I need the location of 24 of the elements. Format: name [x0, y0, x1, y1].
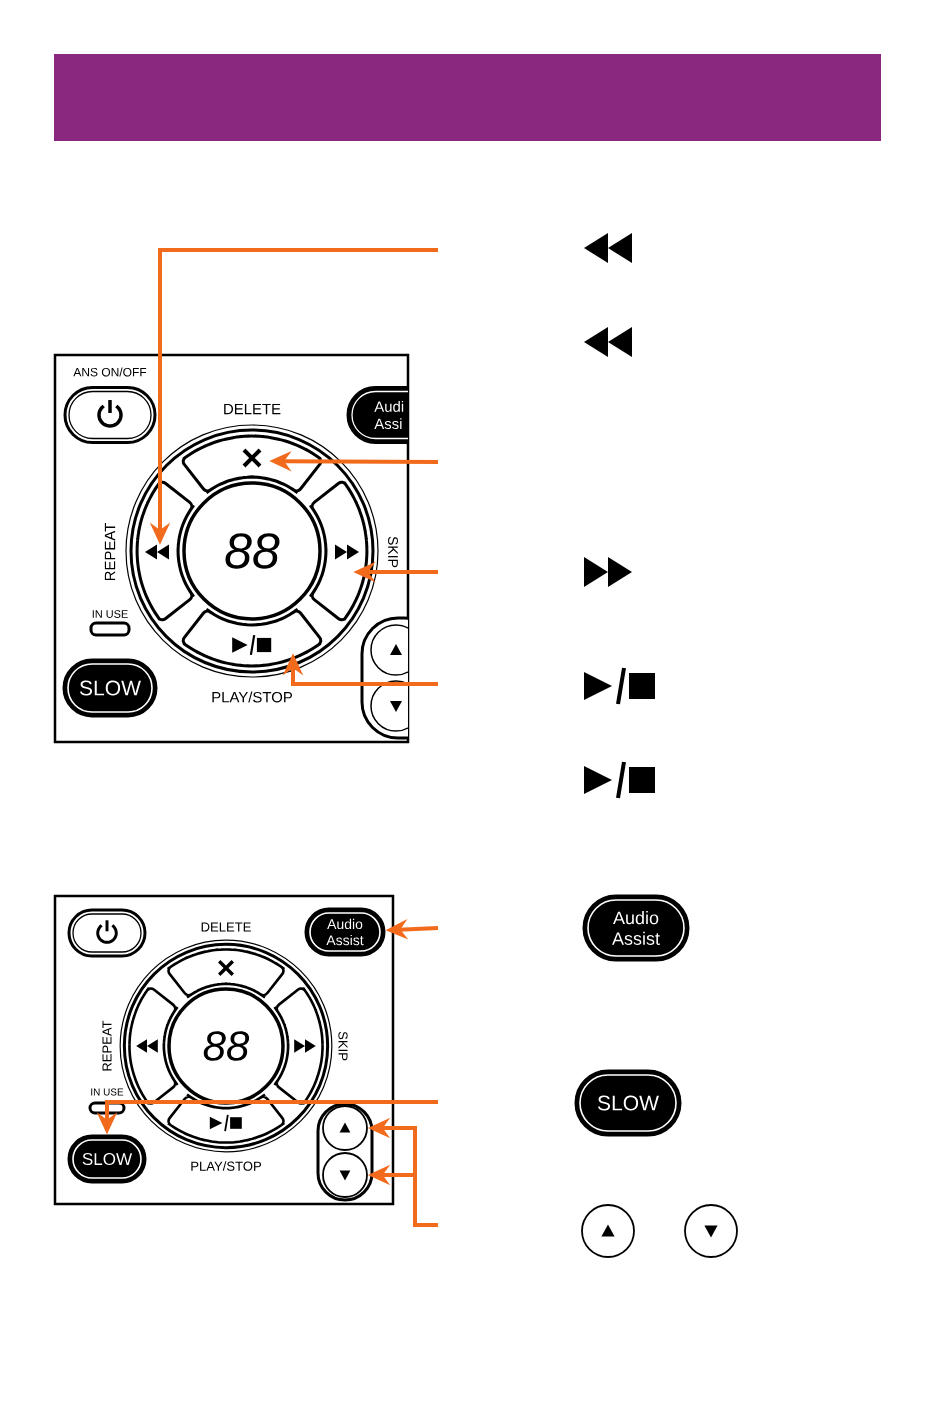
- panel-label: PLAY/STOP: [191, 1161, 262, 1171]
- button: Audio Assist: [582, 894, 690, 962]
- dial-button: [308, 480, 369, 622]
- button: SLOW: [67, 1134, 147, 1184]
- arrow-key: [581, 1204, 635, 1258]
- button-caption: REPEAT: [104, 523, 116, 581]
- button-caption: PLAY/STOP: [212, 691, 293, 703]
- button-caption: DELETE: [224, 403, 281, 415]
- panel-label: REPEAT: [102, 1020, 112, 1071]
- button: SLOW: [574, 1069, 682, 1137]
- display: 88: [167, 987, 285, 1105]
- arrow-key: [322, 1105, 368, 1151]
- button-caption: SKIP: [388, 536, 398, 568]
- dial-button: [181, 607, 323, 668]
- display: 88: [182, 481, 322, 621]
- button: SLOW: [62, 658, 158, 718]
- button: Audio Assist: [304, 907, 386, 957]
- panel-label: IN USE: [91, 1088, 124, 1096]
- panel-label: DELETE: [201, 922, 251, 932]
- arrow-key: [322, 1152, 368, 1198]
- button-label: Audi Assi: [374, 400, 404, 430]
- arrow-key: [684, 1204, 738, 1258]
- panel-label: ANS ON/OFF: [73, 367, 147, 377]
- panel-label: SKIP: [338, 1031, 348, 1061]
